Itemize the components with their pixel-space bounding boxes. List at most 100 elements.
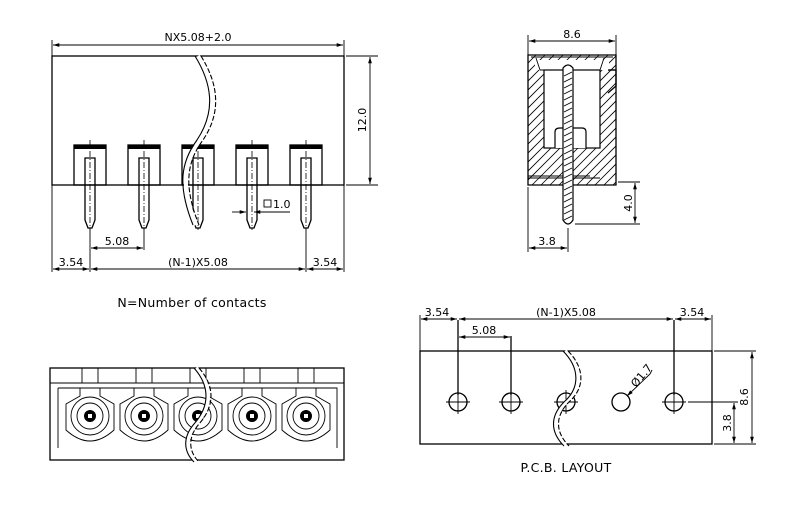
dim-edge-left-label: 3.54 (59, 256, 84, 269)
front-view: NX5.08+2.0 12.0 5.08 3.54 (N-1)X5.08 3.5… (51, 31, 378, 272)
pin-hatch-line (563, 185, 573, 191)
pin-hatch-line (563, 101, 573, 107)
hatch-line (528, 55, 546, 73)
dim-overall-width-label: NX5.08+2.0 (165, 31, 232, 44)
socket-body (119, 388, 169, 442)
socket-ring (178, 396, 218, 436)
pin (84, 157, 96, 229)
hatch-line (612, 181, 616, 185)
dim-pin-offset-label: 3.8 (538, 235, 556, 248)
pocket-top-bar (74, 145, 106, 149)
pcb-dim-height-label: 8.6 (738, 388, 751, 406)
pin (246, 157, 258, 229)
hatch-line (585, 154, 616, 185)
pin-hatching (563, 71, 573, 221)
pcb-dim-span-label: (N-1)X5.08 (536, 306, 596, 319)
socket-inner (184, 402, 212, 430)
pcb-hole-diameter-label: Ø1.7 (628, 362, 655, 390)
pcb-dim-edge-right-label: 3.54 (680, 306, 705, 319)
dim-edge-right-label: 3.54 (313, 256, 338, 269)
hatch-line (567, 136, 616, 185)
hatch-line (576, 145, 616, 185)
hatch-line (603, 172, 616, 185)
hatch-line (640, 55, 770, 185)
pin-hatch-line (563, 119, 573, 125)
pcb-layout: 3.54 (N-1)X5.08 3.54 5.08 Ø1.7 8.6 3.8 (419, 306, 756, 448)
pin-hatch-line (563, 197, 573, 203)
socket-body (65, 388, 115, 442)
pin-hatch-line (563, 203, 573, 209)
pcb-hole (611, 392, 631, 412)
contact-square (142, 414, 146, 418)
sockets (65, 367, 331, 442)
pin-hatch-line (563, 209, 573, 215)
dim-pin-size-label: 1.0 (273, 198, 291, 211)
dim-span-label: (N-1)X5.08 (168, 256, 228, 269)
socket-inner (76, 402, 104, 430)
break-line-mask (183, 54, 215, 226)
pin-hatch-line (563, 131, 573, 137)
socket-inner (130, 402, 158, 430)
hatch-line (528, 55, 537, 64)
pin (138, 157, 150, 229)
pocket-top-bar (290, 145, 322, 149)
socket-ring (232, 396, 272, 436)
pcb-dim-pitch-label: 5.08 (472, 324, 497, 337)
break-line (182, 55, 211, 226)
side-pin (562, 64, 574, 225)
pcb-layout-caption: P.C.B. LAYOUT (520, 460, 611, 475)
socket-inner (238, 402, 266, 430)
pin-hatch-line (563, 155, 573, 161)
dim-depth-label: 8.6 (563, 28, 581, 41)
pcb-break-line (552, 350, 577, 447)
pcb-dim-hole-offset-label: 3.8 (721, 414, 734, 432)
latch-tab (135, 367, 153, 384)
top-view (49, 366, 345, 464)
note-number-of-contacts: N=Number of contacts (117, 295, 266, 310)
latch-tab (81, 367, 99, 384)
contact-square (196, 414, 200, 418)
pin-hatch-line (563, 173, 573, 179)
side-view: 8.6 4.0 3.8 (388, 28, 770, 252)
top-break-line (185, 367, 207, 463)
pin-hatch-line (563, 179, 573, 185)
square-pin-symbol (263, 199, 272, 208)
hatch-line (558, 127, 616, 185)
socket-ring (124, 396, 164, 436)
socket-body (227, 388, 277, 442)
pin-hatch-line (563, 137, 573, 143)
socket-body (281, 388, 331, 442)
latch-tab (243, 367, 261, 384)
pin-hatch-line (563, 83, 573, 89)
contact-square (304, 414, 308, 418)
hatch-line (388, 55, 518, 185)
pcb-dim-edge-left-label: 3.54 (425, 306, 450, 319)
hatch-line (622, 55, 752, 185)
socket-ring (70, 396, 110, 436)
pin-hatch-line (563, 71, 573, 77)
pin-hatch-line (563, 161, 573, 167)
pin-hatch-line (563, 95, 573, 101)
pin (300, 157, 312, 229)
dim-pitch-label: 5.08 (105, 235, 130, 248)
hatch-line (631, 55, 761, 185)
pocket-top-bar (128, 145, 160, 149)
contact-square (250, 414, 254, 418)
pin-hatch-line (563, 89, 573, 95)
hatch-line (528, 55, 564, 91)
pocket-top-bar (236, 145, 268, 149)
pin-hatch-line (563, 215, 573, 221)
pin-hatch-line (563, 77, 573, 83)
pin-hatch-line (563, 149, 573, 155)
dim-protrusion-label: 4.0 (622, 194, 635, 212)
pin-hatch-line (563, 113, 573, 119)
socket-body (173, 388, 223, 442)
pin-hatch-line (563, 191, 573, 197)
contact-square (88, 414, 92, 418)
socket-ring (286, 396, 326, 436)
hatch-line (528, 55, 555, 82)
pin-hatch-line (563, 107, 573, 113)
socket-inner (292, 402, 320, 430)
hatch-line (397, 55, 527, 185)
